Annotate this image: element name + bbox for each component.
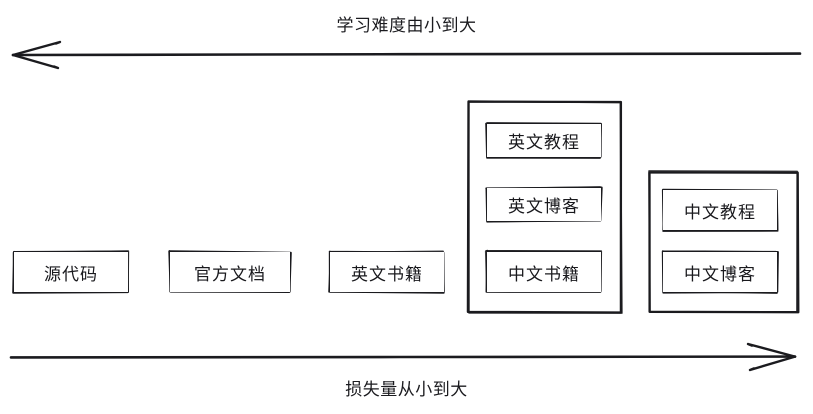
node-source-code[interactable]: 源代码	[14, 252, 128, 292]
bottom-axis-label: 损失量从小到大	[345, 380, 468, 399]
node-english-blogs[interactable]: 英文博客	[487, 188, 601, 221]
loss-axis-arrow	[9, 342, 797, 372]
difficulty-axis-arrow	[11, 40, 802, 70]
node-english-books[interactable]: 英文书籍	[330, 252, 444, 292]
node-chinese-blogs[interactable]: 中文博客	[663, 252, 777, 292]
node-official-docs[interactable]: 官方文档	[170, 252, 290, 292]
node-label: 中文教程	[684, 202, 756, 222]
node-label: 源代码	[44, 264, 98, 284]
node-english-tutorials[interactable]: 英文教程	[487, 124, 601, 157]
node-label: 中文博客	[684, 264, 756, 284]
node-label: 英文博客	[508, 197, 580, 216]
node-label: 官方文档	[194, 264, 266, 284]
node-chinese-books[interactable]: 中文书籍	[487, 252, 601, 292]
node-label: 英文教程	[508, 133, 580, 152]
node-chinese-tutorials[interactable]: 中文教程	[663, 190, 777, 230]
node-label: 中文书籍	[508, 264, 580, 284]
node-label: 英文书籍	[351, 264, 423, 284]
top-axis-label: 学习难度由小到大	[336, 16, 477, 35]
